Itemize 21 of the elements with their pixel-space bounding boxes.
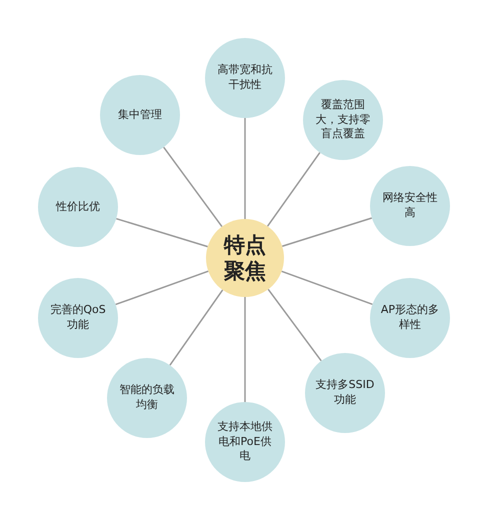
- connector-line: [169, 290, 224, 366]
- node-label: 智能的负载均衡: [118, 383, 176, 413]
- connector-line: [163, 146, 223, 227]
- connector-line: [115, 270, 209, 306]
- connector-line: [282, 217, 372, 247]
- connector-line: [281, 270, 373, 306]
- connector-line: [244, 118, 246, 219]
- connector-line: [244, 297, 246, 402]
- node-label: 支持本地供电和PoE供电: [216, 420, 274, 464]
- connector-line: [116, 218, 208, 248]
- node-label: 性价比优: [54, 200, 101, 214]
- connector-line: [266, 152, 320, 227]
- node-label: 集中管理: [117, 108, 163, 122]
- node-label: 高带宽和抗干扰性: [216, 63, 274, 93]
- node-label: 网络安全性高: [382, 191, 438, 221]
- node-label: 特点聚焦: [222, 232, 267, 284]
- node-label: 支持多SSID功能: [314, 378, 376, 408]
- node-label: AP形态的多样性: [380, 303, 440, 333]
- node-label: 覆盖范围大，支持零盲点覆盖: [314, 98, 372, 142]
- node-label: 完善的QoS功能: [49, 303, 107, 333]
- connector-line: [268, 288, 322, 362]
